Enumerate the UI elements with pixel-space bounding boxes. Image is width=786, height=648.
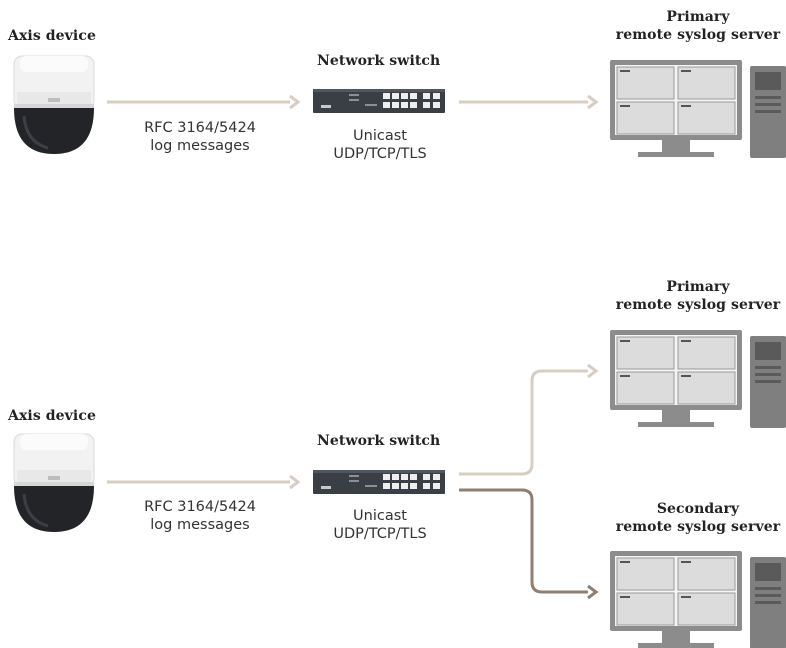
network-switch-icon: [313, 470, 445, 494]
network-switch-icon: [313, 89, 445, 113]
camera-icon: [12, 54, 96, 156]
switch-label: Network switch: [317, 433, 441, 449]
device-to-switch-arrow: [107, 94, 301, 110]
device-label: Axis device: [8, 408, 96, 424]
secondary-server-label-line1: Secondary: [656, 501, 740, 517]
primary-server-label-line2: remote syslog server: [615, 297, 781, 313]
server-label-line2: remote syslog server: [615, 27, 781, 43]
secondary-server-label-line2: remote syslog server: [615, 519, 781, 535]
server-label-line1: Primary: [666, 9, 730, 25]
switch-to-server-arrow: [459, 94, 599, 110]
device-to-switch-arrow: [107, 474, 301, 490]
transport-label-line2: UDP/TCP/TLS: [333, 526, 427, 542]
secondary-server-label: Secondary remote syslog server: [610, 500, 786, 536]
message-label-line2: log messages: [150, 138, 250, 154]
primary-server-label: Primary remote syslog server: [610, 278, 786, 314]
transport-label: Unicast UDP/TCP/TLS: [315, 507, 445, 543]
computer-icon: [609, 550, 786, 648]
transport-label: Unicast UDP/TCP/TLS: [315, 127, 445, 163]
transport-label-line1: Unicast: [353, 508, 407, 524]
message-label: RFC 3164/5424 log messages: [130, 119, 270, 155]
computer-icon: [609, 329, 786, 429]
message-label-line2: log messages: [150, 517, 250, 533]
computer-icon: [609, 59, 786, 159]
message-label-line1: RFC 3164/5424: [144, 120, 256, 136]
switch-label: Network switch: [317, 53, 441, 69]
transport-label-line1: Unicast: [353, 128, 407, 144]
switch-to-primary-arrow: [459, 363, 599, 476]
server-label: Primary remote syslog server: [610, 8, 786, 44]
device-label: Axis device: [8, 28, 96, 44]
message-label: RFC 3164/5424 log messages: [130, 498, 270, 534]
transport-label-line2: UDP/TCP/TLS: [333, 146, 427, 162]
message-label-line1: RFC 3164/5424: [144, 499, 256, 515]
camera-icon: [12, 432, 96, 534]
primary-server-label-line1: Primary: [666, 279, 730, 295]
switch-to-secondary-arrow: [459, 488, 599, 600]
